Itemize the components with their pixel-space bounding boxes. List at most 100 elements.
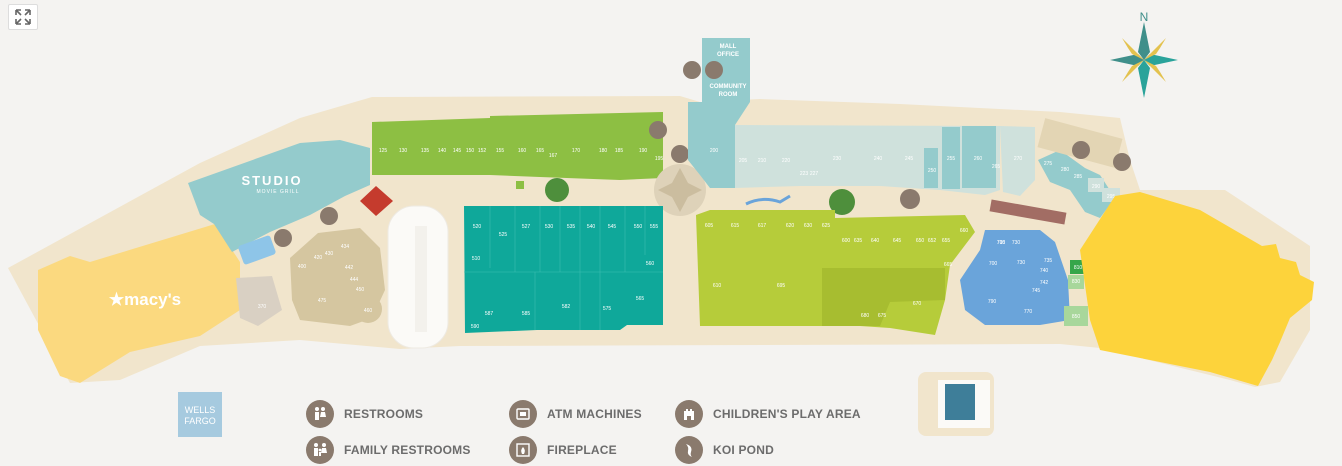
store-525-label: 525 — [499, 232, 508, 238]
family-restroom-icon-office[interactable] — [705, 61, 723, 79]
play-area-icon-map[interactable] — [900, 189, 920, 209]
store-510-label: 510 — [472, 256, 481, 262]
legend-restrooms[interactable]: RESTROOMS — [306, 400, 423, 428]
center-teal-block[interactable] — [464, 206, 663, 333]
store-520-label: 520 — [473, 224, 482, 230]
store-270-label: 270 — [1014, 156, 1023, 162]
restroom-icon-ne-1[interactable] — [1072, 141, 1090, 159]
store-680-label: 680 — [861, 313, 870, 319]
store-830[interactable] — [1068, 275, 1084, 289]
store-730-label: 730 — [1012, 240, 1021, 246]
store-160-label: 160 — [518, 148, 527, 154]
store-275-label: 275 — [1044, 161, 1053, 167]
store-245-label: 245 — [905, 156, 914, 162]
store-255[interactable] — [942, 127, 960, 189]
wells-fargo-building[interactable] — [178, 392, 222, 437]
store-152-label: 152 — [478, 148, 487, 154]
store-705-label: 705 — [997, 240, 1006, 246]
store-155-label: 155 — [496, 148, 505, 154]
north-green-labels: 125 130 135 140 145 150 152 155 160 165 … — [379, 148, 664, 162]
store-370[interactable] — [236, 276, 282, 326]
mall-office-label-1: MALL — [720, 44, 737, 50]
legend-atm[interactable]: ATM MACHINES — [509, 400, 642, 428]
store-735-label: 735 — [1044, 258, 1053, 264]
store-640-label: 640 — [871, 238, 880, 244]
store-230-label: 230 — [833, 156, 842, 162]
store-730b-label: 730 — [1017, 260, 1026, 266]
store-250[interactable] — [924, 148, 938, 188]
store-205-label: 205 — [739, 158, 748, 164]
store-200[interactable] — [688, 102, 750, 188]
store-610-label: 610 — [713, 283, 722, 289]
store-265-label: 265 — [992, 164, 1001, 170]
fireplace-icon[interactable] — [320, 207, 338, 225]
store-125-label: 125 — [379, 148, 388, 154]
store-370-label: 370 — [258, 304, 267, 310]
store-290[interactable] — [1088, 178, 1104, 192]
store-190-label: 190 — [639, 148, 648, 154]
store-260-label: 260 — [974, 156, 983, 162]
store-434-label: 434 — [341, 244, 350, 250]
store-430-label: 430 — [325, 251, 334, 257]
legend-fireplace[interactable]: FIREPLACE — [509, 436, 617, 464]
koi-pond-bridge — [989, 199, 1067, 225]
legend-play-area[interactable]: CHILDREN'S PLAY AREA — [675, 400, 861, 428]
store-260[interactable] — [962, 126, 996, 188]
store-560-label: 560 — [646, 261, 655, 267]
koi-pond-icon — [675, 436, 703, 464]
store-195-label: 195 — [655, 156, 664, 162]
store-582-label: 582 — [562, 304, 571, 310]
community-room[interactable] — [702, 80, 750, 102]
studio-label: STUDIO — [241, 173, 302, 188]
legend-label-atm: ATM MACHINES — [547, 407, 642, 421]
store-170-label: 170 — [572, 148, 581, 154]
store-200-label: 200 — [710, 148, 719, 154]
store-675-label: 675 — [878, 313, 887, 319]
store-810-label: 810 — [1074, 265, 1083, 271]
store-600-label: 600 — [842, 238, 851, 244]
store-665-label: 665 — [944, 262, 953, 268]
atm-icon-office[interactable] — [683, 61, 701, 79]
restroom-icon-map-1[interactable] — [671, 145, 689, 163]
east-blue-labels: 700 705 710 730 735 740 742 745 770 790 … — [988, 240, 1053, 315]
ne-small-stores[interactable] — [1038, 150, 1115, 218]
store-615-label: 615 — [731, 223, 740, 229]
studio-movie-grill-store[interactable] — [188, 140, 370, 252]
center-teal-labels: 510 520 525 527 530 535 540 545 550 555 … — [471, 224, 659, 330]
restroom-icon-ne-2[interactable] — [1113, 153, 1131, 171]
store-270[interactable] — [1000, 126, 1035, 196]
north-pale-teal-block[interactable] — [735, 125, 1000, 195]
store-587-label: 587 — [485, 311, 494, 317]
store-617-label: 617 — [758, 223, 767, 229]
legend-label-family-restrooms: FAMILY RESTROOMS — [344, 443, 471, 457]
legend-family-restrooms[interactable]: FAMILY RESTROOMS — [306, 436, 471, 464]
compass-rose — [1110, 22, 1178, 98]
play-area-icon — [675, 400, 703, 428]
store-850[interactable] — [1064, 306, 1088, 326]
north-green-block[interactable] — [372, 112, 663, 180]
macys-store[interactable] — [38, 224, 240, 383]
atm-icon-map[interactable] — [649, 121, 667, 139]
legend-label-restrooms: RESTROOMS — [344, 407, 424, 421]
east-green-labels: 810 830 850 — [1072, 265, 1083, 320]
store-135-label: 135 — [421, 148, 430, 154]
legend-koi-pond[interactable]: KOI POND — [675, 436, 774, 464]
store-220-label: 220 — [782, 158, 791, 164]
store-605-label: 605 — [705, 223, 714, 229]
koi-pond-icon[interactable] — [274, 229, 292, 247]
store-527-label: 527 — [522, 224, 531, 230]
store-565-label: 565 — [636, 296, 645, 302]
store-285-label: 285 — [1074, 174, 1083, 180]
expand-map-button[interactable] — [8, 4, 38, 30]
store-280-label: 280 — [1061, 167, 1070, 173]
family-restroom-icon — [306, 436, 334, 464]
compass-north-label: N — [1140, 10, 1149, 24]
legend-label-play-area: CHILDREN'S PLAY AREA — [713, 407, 861, 421]
wells-fargo-label-1: WELLS — [185, 405, 216, 415]
east-anchor-store[interactable] — [1080, 192, 1314, 386]
store-550-label: 550 — [634, 224, 643, 230]
east-blue-block[interactable] — [960, 230, 1070, 325]
center-lime-labels: 605 610 615 617 620 625 630 635 640 645 … — [705, 223, 969, 319]
macys-label: ★macy's — [109, 290, 181, 309]
